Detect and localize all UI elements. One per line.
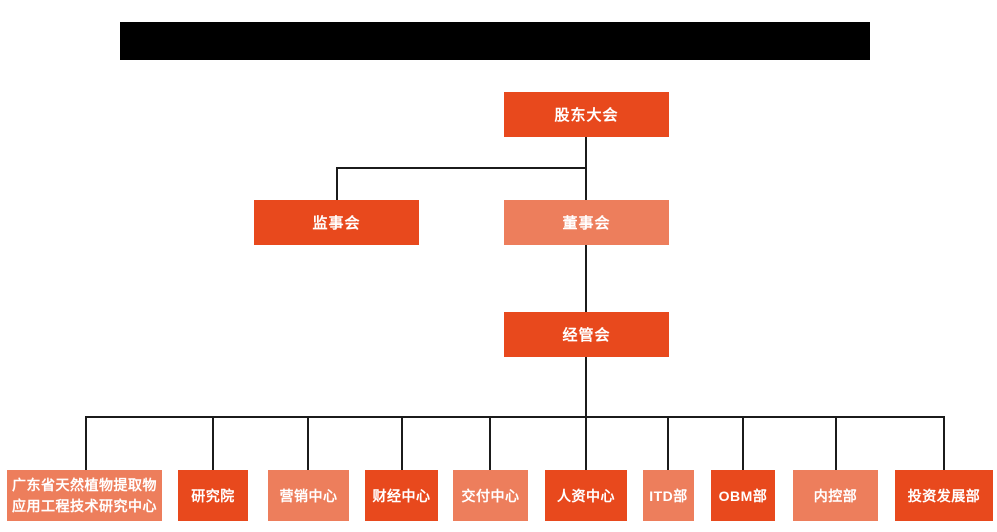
redacted-title-bar (120, 22, 870, 60)
org-node-management-committee: 经管会 (504, 312, 669, 357)
org-node-internal-control-dept: 内控部 (793, 470, 878, 521)
org-node-board-of-directors: 董事会 (504, 200, 669, 245)
org-node-shareholders-meeting: 股东大会 (504, 92, 669, 137)
org-node-hr-center: 人资中心 (545, 470, 627, 521)
org-node-delivery-center: 交付中心 (453, 470, 528, 521)
org-node-itd-dept: ITD部 (643, 470, 694, 521)
org-node-research-institute: 研究院 (178, 470, 248, 521)
org-node-marketing-center: 营销中心 (268, 470, 349, 521)
org-node-finance-center: 财经中心 (365, 470, 438, 521)
org-node-obm-dept: OBM部 (711, 470, 775, 521)
org-node-investment-development-dept: 投资发展部 (895, 470, 993, 521)
org-node-gd-research-center: 广东省天然植物提取物应用工程技术研究中心 (7, 470, 162, 521)
org-node-supervisory-board: 监事会 (254, 200, 419, 245)
